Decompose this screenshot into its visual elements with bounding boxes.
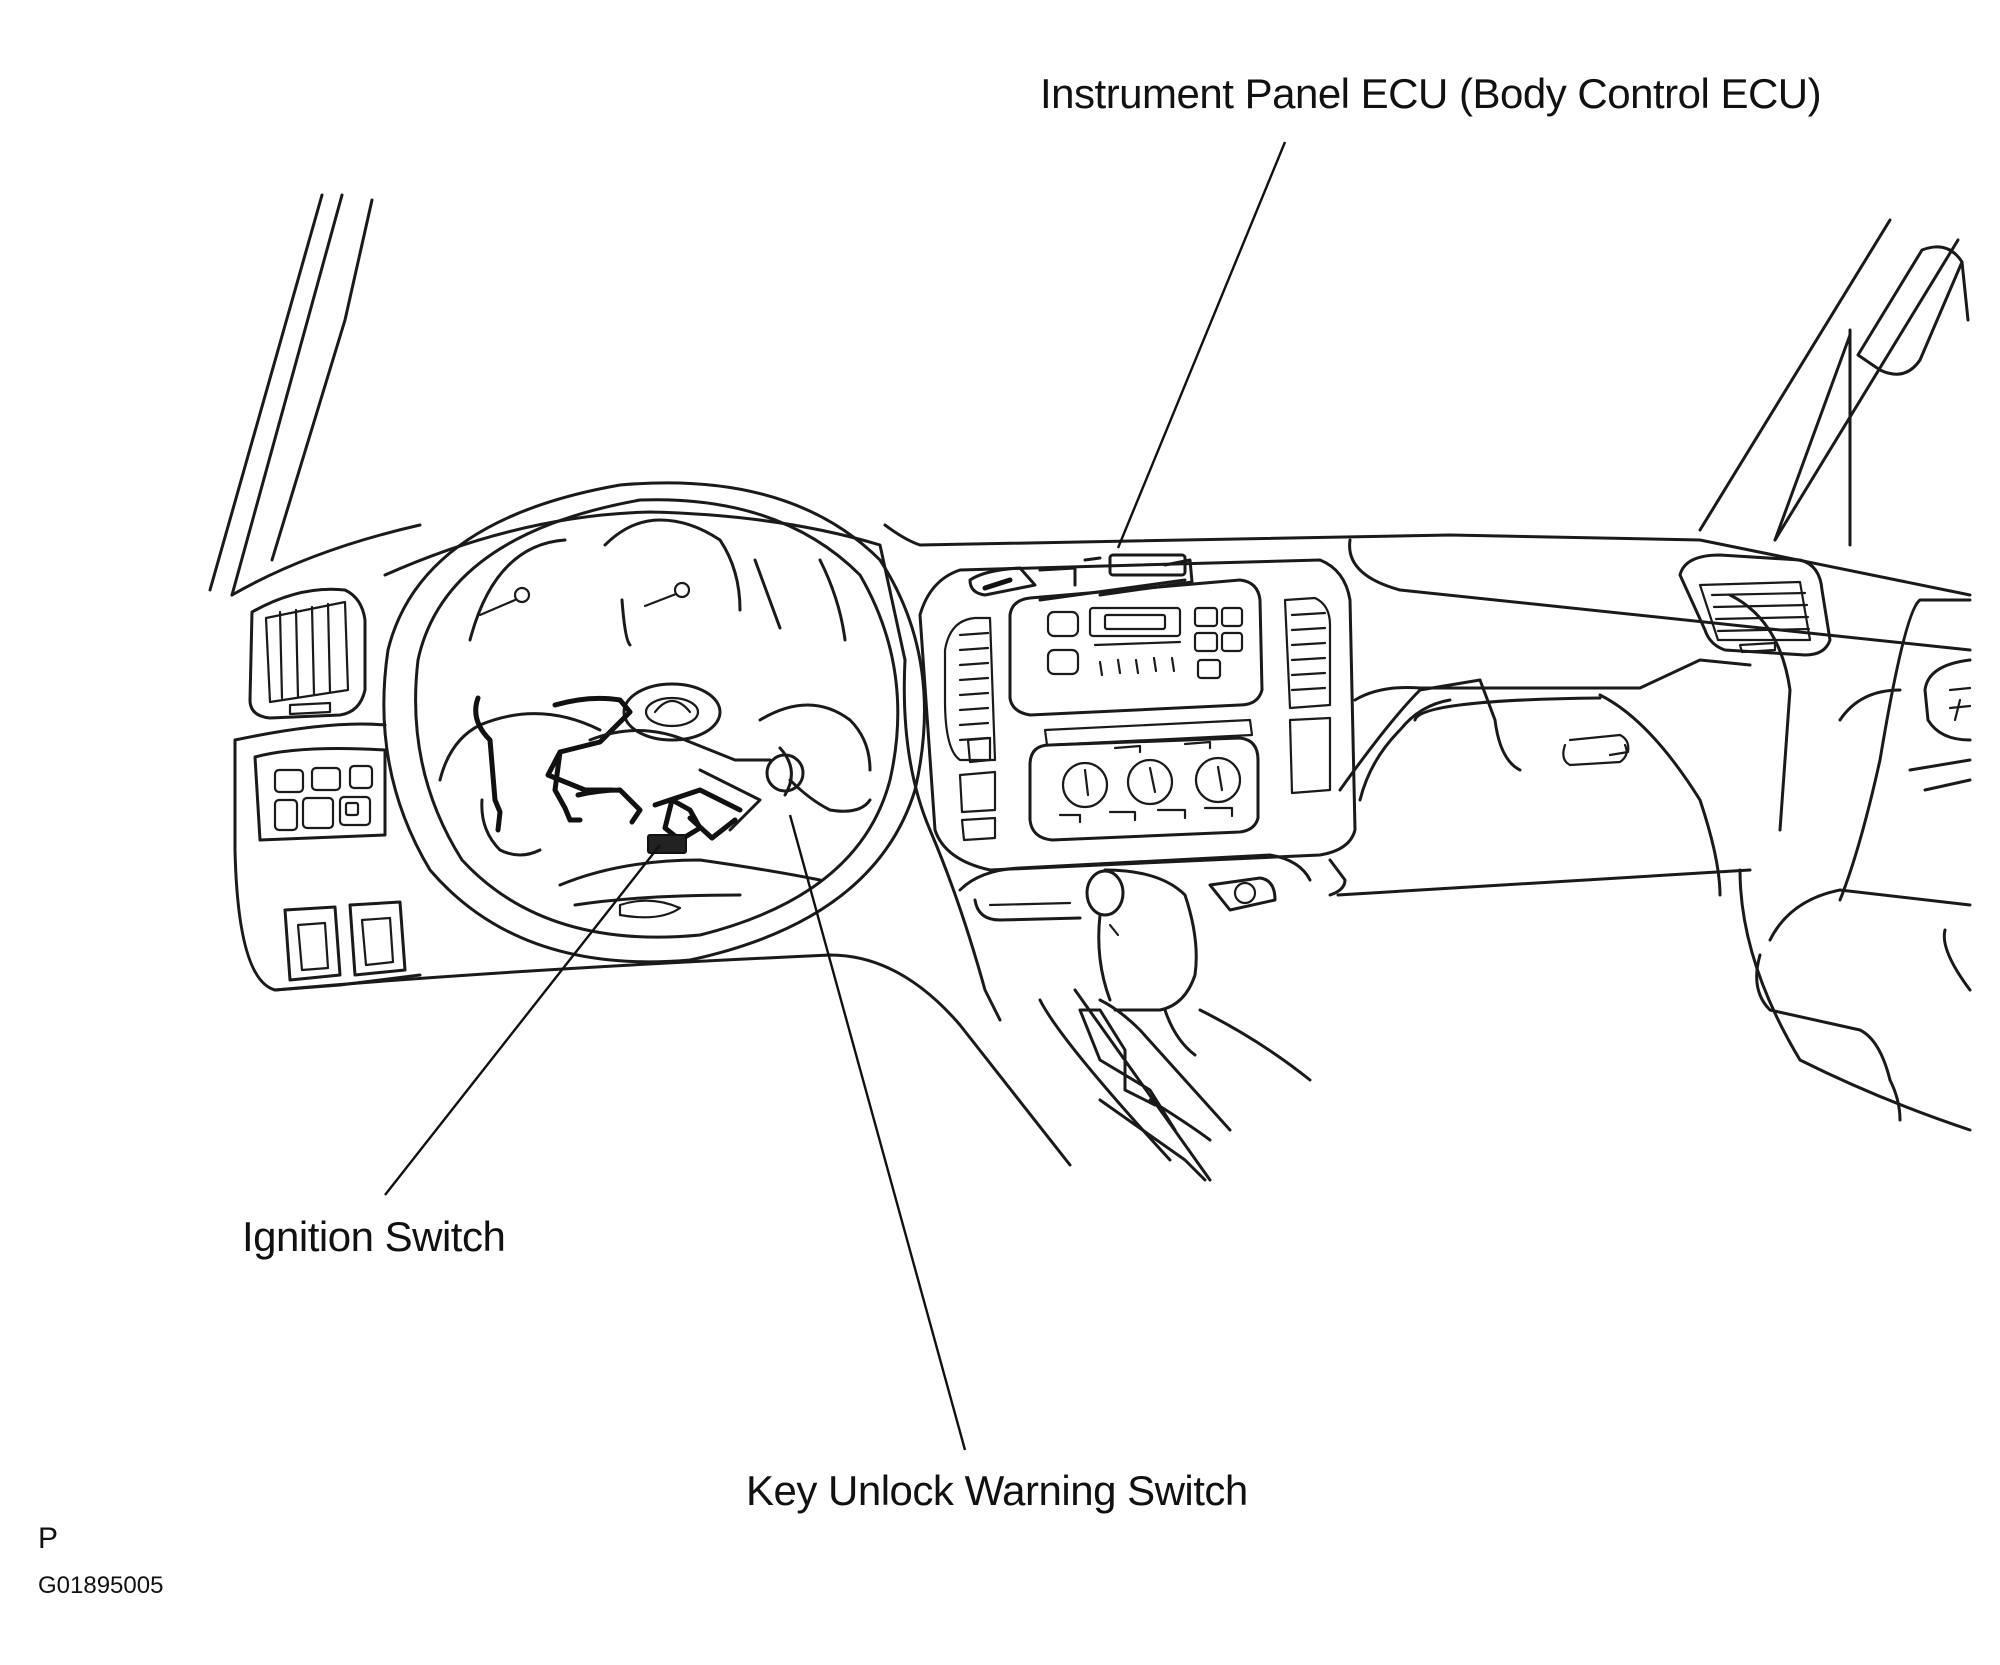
left-switch-panel xyxy=(253,747,387,842)
gear-shifter xyxy=(958,853,1312,1182)
view-code: P xyxy=(38,1522,59,1555)
right-a-pillar xyxy=(1698,218,1970,547)
radio-head-unit xyxy=(1008,578,1264,747)
key-unlock-warning-switch-label: Key Unlock Warning Switch xyxy=(746,1467,1248,1514)
leader-ecu xyxy=(1116,141,1287,549)
center-console xyxy=(918,558,1357,872)
ignition-switch-label: Ignition Switch xyxy=(242,1213,506,1260)
glove-box xyxy=(1336,593,1792,897)
steering-column xyxy=(473,682,805,854)
leader-ignition-switch xyxy=(384,844,661,1196)
right-door xyxy=(1738,598,1972,1132)
left-air-vent xyxy=(248,587,367,720)
steering-wheel xyxy=(382,481,926,964)
leader-lines xyxy=(384,141,1287,1451)
climate-controls xyxy=(1028,736,1260,842)
figure-id: G01895005 xyxy=(38,1572,164,1599)
lower-left-panel xyxy=(233,738,1072,1167)
left-a-pillar xyxy=(208,193,374,597)
right-air-vent xyxy=(1678,553,1832,657)
instrument-cluster xyxy=(383,510,907,662)
ecu-label: Instrument Panel ECU (Body Control ECU) xyxy=(1040,70,1822,117)
dashboard-top xyxy=(230,523,1972,742)
center-column xyxy=(902,658,1482,1022)
leader-key-unlock xyxy=(788,814,967,1451)
